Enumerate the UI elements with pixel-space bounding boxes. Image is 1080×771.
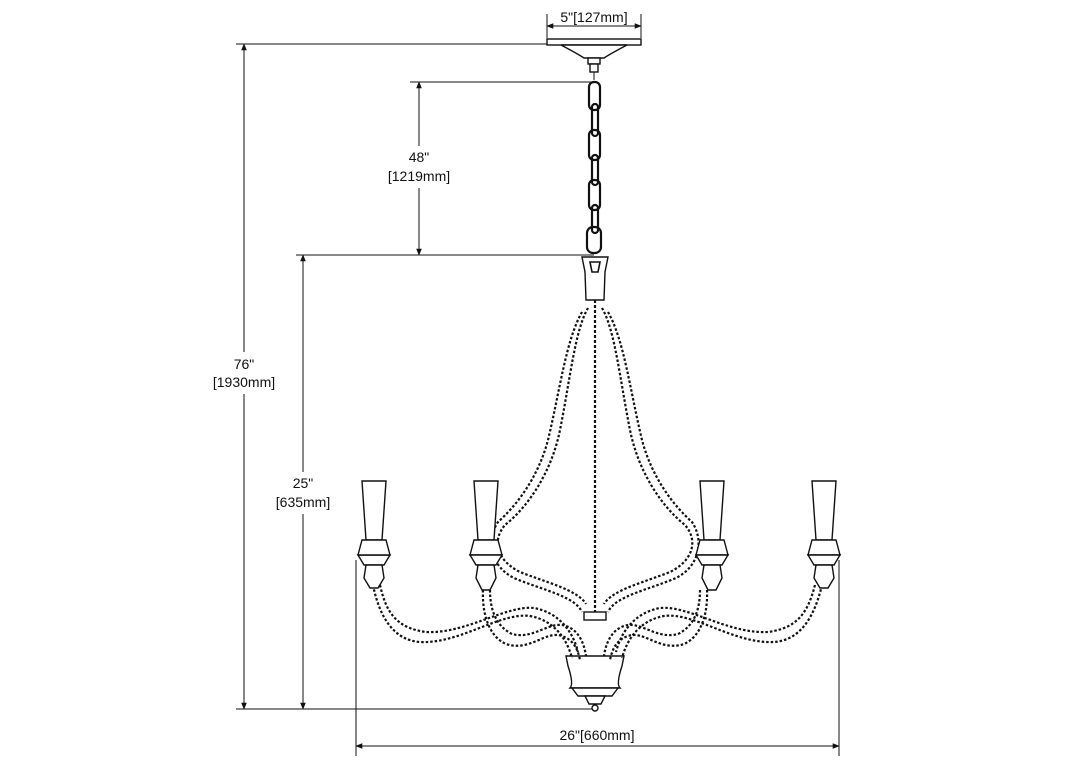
fixture-width-label: 26"[660mm] xyxy=(559,727,634,743)
canopy-width-label: 5"[127mm] xyxy=(560,9,627,25)
fixture-height-mm-label: [635mm] xyxy=(276,494,330,510)
overall-height-mm-label: [1930mm] xyxy=(213,374,275,390)
beaded-cage xyxy=(490,307,700,613)
candle-arms xyxy=(371,584,824,661)
candle-outer-left xyxy=(356,480,392,589)
chain-length-in-label: 48" xyxy=(409,149,430,165)
candle-inner-left xyxy=(468,480,504,591)
canopy xyxy=(546,38,642,80)
chain-length-dimension: 48" [1219mm] xyxy=(296,81,594,256)
candle-inner-right xyxy=(694,480,730,591)
fixture-height-dimension: 25" [635mm] xyxy=(266,254,342,710)
fixture-height-in-label: 25" xyxy=(293,475,314,491)
hanging-loop xyxy=(581,256,609,301)
canopy-width-dimension: 5"[127mm] xyxy=(546,9,642,38)
overall-height-dimension: 76" [1930mm] xyxy=(204,43,596,710)
fixture-width-dimension: 26"[660mm] xyxy=(355,560,840,756)
overall-height-in-label: 76" xyxy=(234,356,255,372)
chain xyxy=(585,80,603,255)
chain-length-mm-label: [1219mm] xyxy=(388,168,450,184)
center-body xyxy=(565,611,625,712)
candle-outer-right xyxy=(806,480,842,589)
